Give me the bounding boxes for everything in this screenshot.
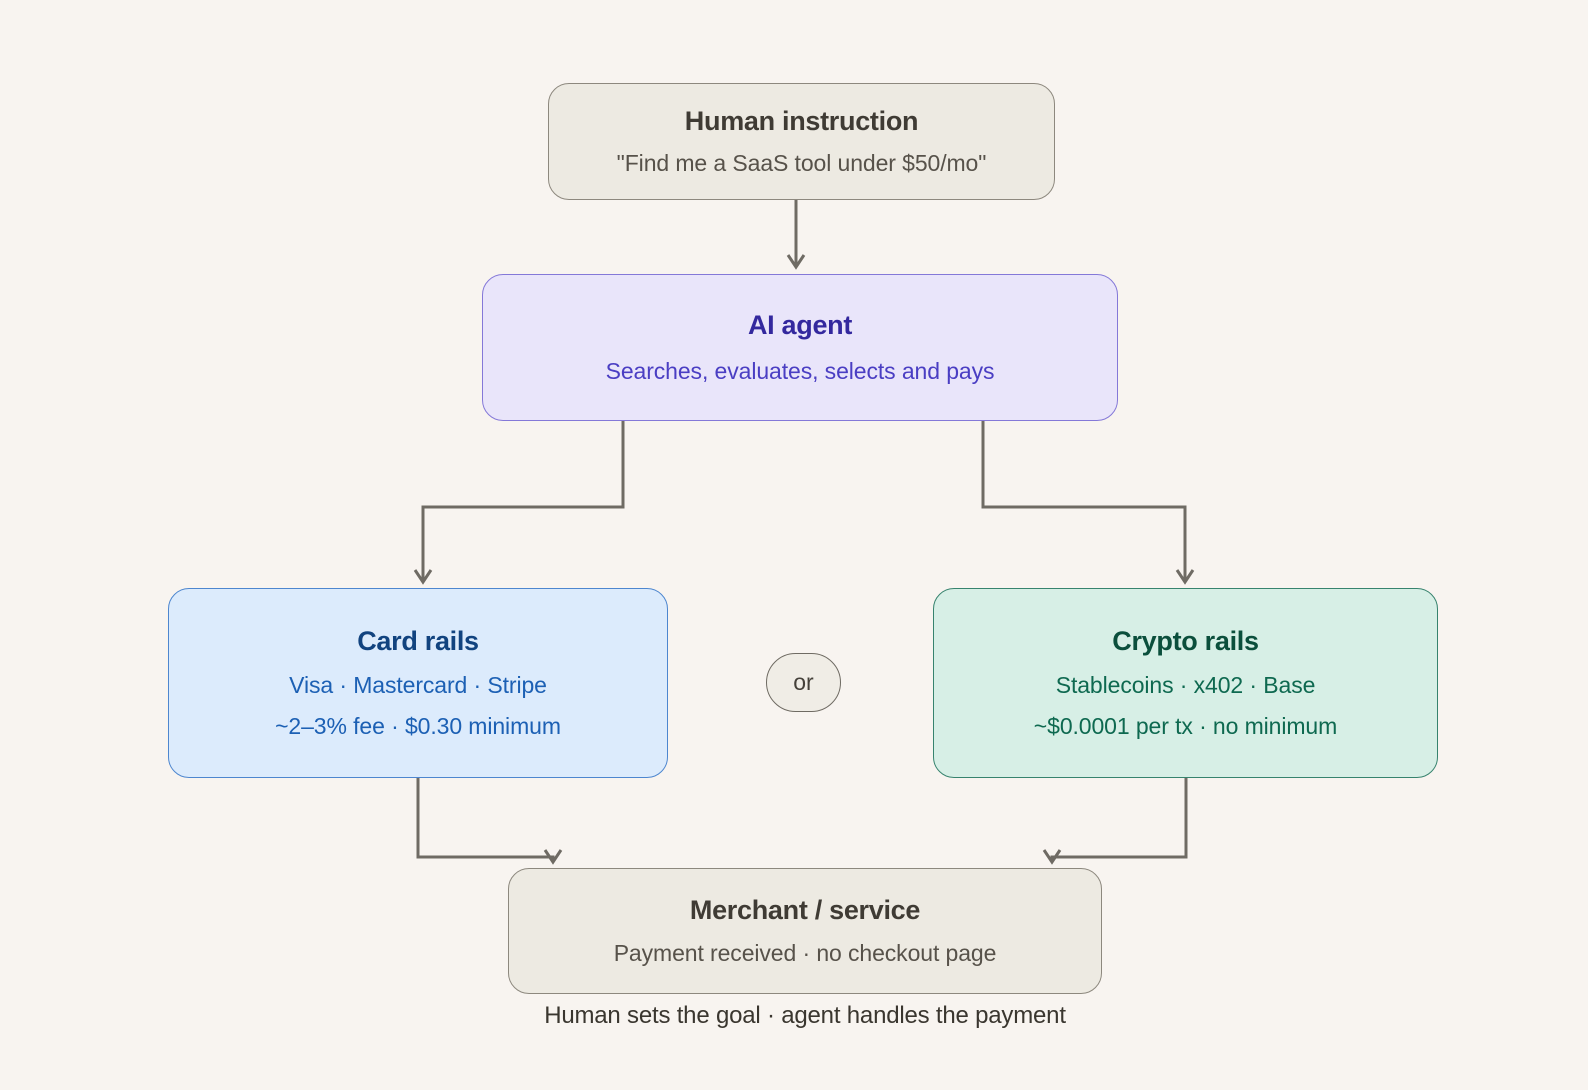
crypto-rails-title: Crypto rails	[1112, 625, 1259, 656]
connector-card-rails-to-merchant	[416, 778, 563, 865]
node-merchant-service: Merchant / service Payment received · no…	[508, 868, 1102, 994]
crypto-rails-networks: Stablecoins · x402 · Base	[1055, 671, 1316, 698]
card-rails-fees: ~2–3% fee · $0.30 minimum	[275, 712, 561, 739]
diagram-caption: Human sets the goal · agent handles the …	[544, 1002, 1066, 1029]
node-card-rails: Card rails Visa · Mastercard · Stripe ~2…	[168, 588, 668, 778]
connector-agent-to-crypto-rails	[981, 421, 1195, 585]
or-badge-label: or	[793, 669, 814, 695]
human-instruction-title: Human instruction	[684, 105, 919, 136]
connector-crypto-rails-to-merchant	[1042, 778, 1188, 865]
crypto-rails-fees: ~$0.0001 per tx · no minimum	[1033, 712, 1338, 739]
node-ai-agent: AI agent Searches, evaluates, selects an…	[482, 274, 1118, 421]
connector-agent-to-card-rails	[413, 421, 625, 585]
human-instruction-subtitle: "Find me a SaaS tool under $50/mo"	[616, 150, 987, 177]
node-human-instruction: Human instruction "Find me a SaaS tool u…	[548, 83, 1055, 200]
merchant-title: Merchant / service	[689, 895, 921, 925]
card-rails-title: Card rails	[357, 625, 479, 656]
node-crypto-rails: Crypto rails Stablecoins · x402 · Base ~…	[933, 588, 1438, 778]
ai-agent-title: AI agent	[747, 310, 853, 340]
merchant-subtitle: Payment received · no checkout page	[613, 939, 997, 966]
or-badge: or	[766, 653, 841, 712]
card-rails-networks: Visa · Mastercard · Stripe	[289, 671, 547, 698]
ai-agent-subtitle: Searches, evaluates, selects and pays	[605, 357, 995, 384]
